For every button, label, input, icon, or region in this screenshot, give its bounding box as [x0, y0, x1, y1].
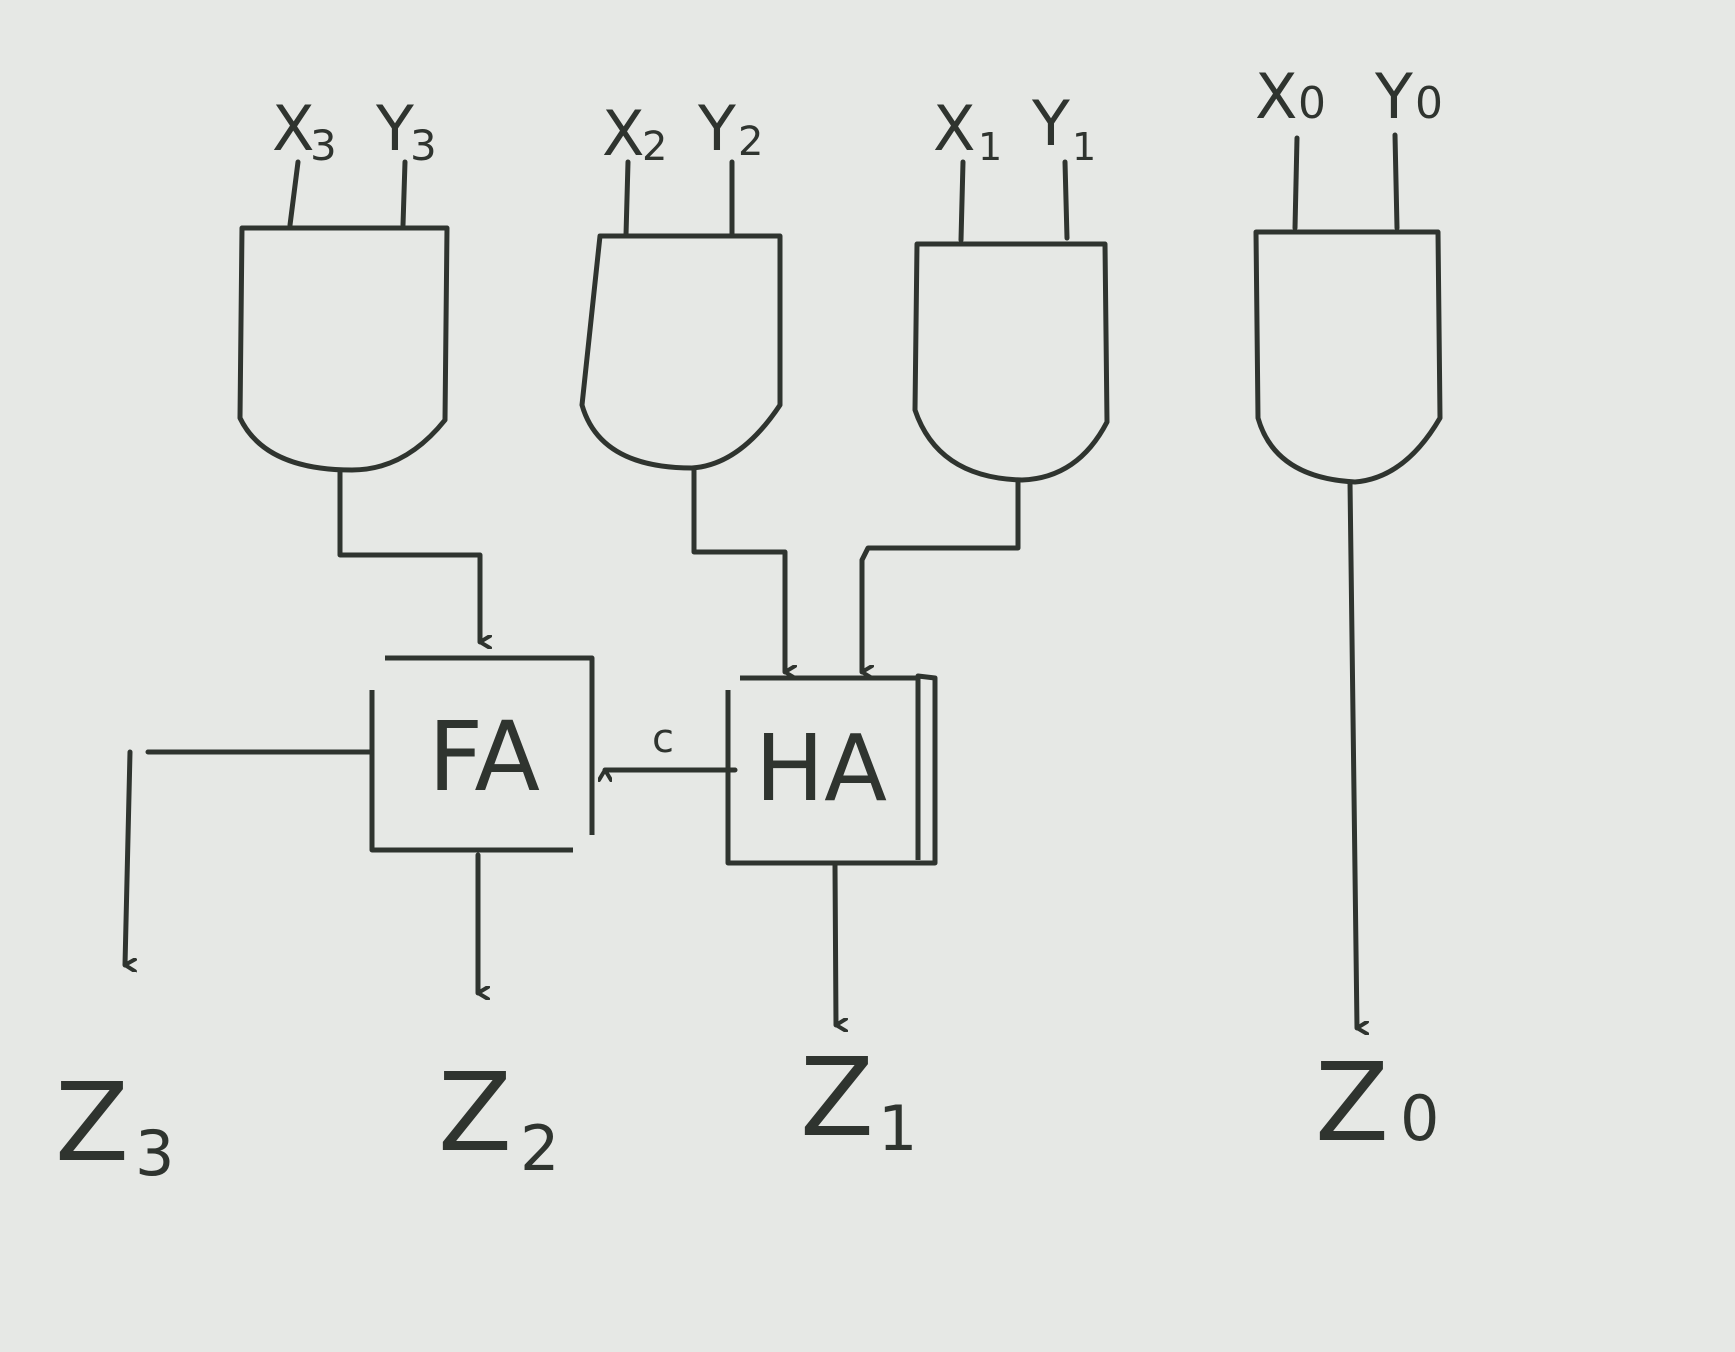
input-label-x2: X — [602, 97, 644, 170]
input-sub-x3: 3 — [310, 121, 337, 170]
input-wires — [287, 132, 1400, 243]
output-sub-z0: 0 — [1400, 1082, 1439, 1155]
input-label-x3: X — [272, 92, 314, 165]
input-label-x1: X — [933, 92, 975, 165]
gate-output-wires — [337, 465, 1357, 1028]
input-sub-y1: 1 — [1072, 125, 1096, 169]
input-sub-y0: 0 — [1415, 78, 1443, 129]
input-sub-x1: 1 — [978, 125, 1002, 169]
wire-x3 — [287, 159, 301, 228]
output-label-z0: Z — [1315, 1041, 1389, 1166]
half-adder-label: HA — [755, 715, 887, 822]
output-sub-z3: 3 — [135, 1117, 174, 1190]
input-sub-y3: 3 — [410, 121, 437, 170]
wire-x1 — [958, 159, 966, 243]
carry-connection: c — [605, 716, 738, 770]
output-label-z3: Z — [55, 1061, 129, 1186]
wire-ha-sum-to-z1 — [832, 862, 836, 1025]
full-adder-box — [369, 655, 595, 853]
input-labels: X 3 Y 3 X 2 Y 2 X 1 Y 1 X 0 Y 0 — [272, 60, 1443, 170]
wire-and2-to-ha — [691, 465, 785, 672]
output-labels: Z 3 Z 2 Z 1 Z 0 — [55, 1036, 1439, 1190]
input-label-y0: Y — [1374, 60, 1413, 133]
output-label-z2: Z — [438, 1051, 512, 1176]
output-sub-z2: 2 — [520, 1112, 559, 1185]
input-label-y1: Y — [1031, 87, 1070, 160]
wire-x2 — [623, 159, 631, 238]
wire-y0 — [1392, 132, 1400, 231]
input-sub-x0: 0 — [1298, 78, 1326, 129]
carry-label: c — [652, 716, 674, 762]
input-sub-y2: 2 — [738, 119, 763, 165]
wire-and3-to-fa — [337, 467, 480, 642]
input-label-x0: X — [1255, 60, 1297, 133]
input-label-y3: Y — [375, 92, 414, 165]
and-gate-2 — [579, 233, 783, 471]
wire-y3 — [400, 159, 408, 228]
half-adder: HA — [725, 673, 938, 866]
wire-y1 — [1062, 159, 1070, 241]
half-adder-box — [725, 673, 938, 866]
and-gate-3 — [237, 225, 450, 473]
and-gate-1 — [912, 241, 1110, 483]
wire-and1-to-ha — [859, 477, 1021, 672]
wire-x0 — [1292, 135, 1300, 231]
output-label-z1: Z — [800, 1036, 874, 1161]
output-wires — [125, 749, 836, 1025]
input-sub-x2: 2 — [642, 124, 667, 170]
and-gate-0 — [1253, 229, 1443, 485]
full-adder-label: FA — [428, 701, 540, 813]
full-adder: FA — [369, 655, 595, 853]
wire-and0-to-z0 — [1347, 479, 1357, 1028]
wire-fa-carry-to-z3 — [125, 749, 375, 965]
input-label-y2: Y — [697, 92, 736, 165]
and-gates — [237, 225, 1443, 485]
output-sub-z1: 1 — [878, 1092, 917, 1165]
